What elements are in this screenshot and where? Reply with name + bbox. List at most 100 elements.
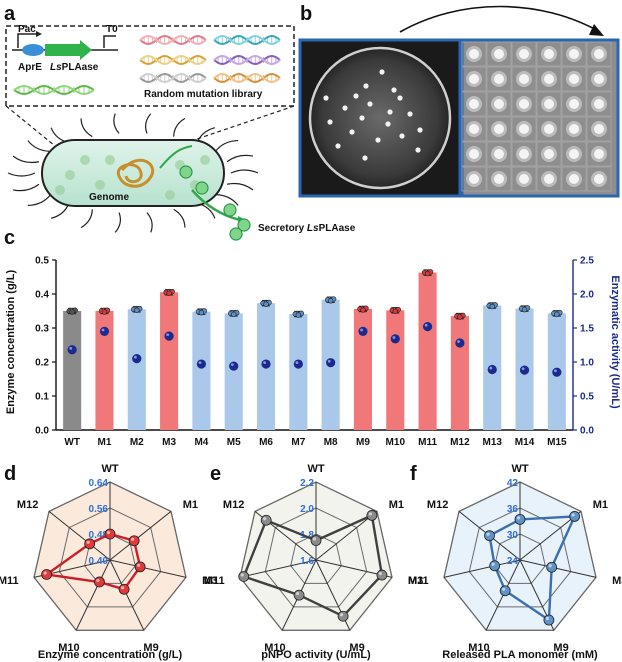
radar-point bbox=[293, 589, 305, 601]
panel-letter-a: a bbox=[4, 3, 16, 25]
radar-point bbox=[128, 535, 140, 547]
radar-axis-label: M10 bbox=[468, 642, 489, 654]
radar-point bbox=[134, 561, 146, 573]
activity-point bbox=[261, 359, 271, 369]
panel-a: a Pac T0 AprE LsPLAase Random mutation l… bbox=[4, 3, 356, 241]
dna-helix-icon bbox=[13, 84, 95, 96]
radar-point bbox=[489, 560, 501, 572]
radar-point bbox=[104, 528, 116, 540]
panel-letter-f: f bbox=[410, 463, 417, 485]
radar-chart-f: 42363024WTM1M3M9M10M11M12 bbox=[408, 463, 622, 654]
x-tick-label: WT bbox=[64, 437, 80, 448]
radar-axis-label: WT bbox=[307, 463, 324, 475]
activity-point bbox=[552, 367, 562, 377]
radar-tick-label: 1.6 bbox=[300, 556, 314, 567]
radar-axis-label: M3 bbox=[202, 575, 217, 587]
radar-axis-label: M10 bbox=[264, 642, 285, 654]
radar-axis-label: M1 bbox=[593, 499, 608, 511]
radar-axis-label: WT bbox=[511, 463, 528, 475]
radar-series-line bbox=[242, 513, 384, 618]
radar-tick-label: 24 bbox=[507, 556, 519, 567]
panel-letter-c: c bbox=[4, 227, 15, 249]
radar-point bbox=[484, 530, 495, 542]
x-tick-label: M3 bbox=[162, 437, 176, 448]
radar-tick-label: 2.0 bbox=[300, 504, 314, 515]
y2-tick-label: 1.0 bbox=[580, 358, 594, 369]
colonies bbox=[323, 69, 423, 161]
bar bbox=[418, 272, 437, 430]
x-tick-label: M8 bbox=[324, 437, 338, 448]
panel-letter-b: b bbox=[300, 3, 312, 25]
genome-icon bbox=[116, 158, 155, 188]
y-tick-label: 0.5 bbox=[35, 256, 49, 267]
x-tick-label: M7 bbox=[291, 437, 305, 448]
activity-point bbox=[132, 354, 142, 364]
mutation-library-icon bbox=[139, 34, 281, 84]
y-axis-label: Enzyme concentration (g/L) bbox=[5, 270, 17, 415]
transfer-arrow bbox=[399, 5, 601, 33]
x-tick-label: M9 bbox=[356, 437, 370, 448]
x-tick-label: M14 bbox=[515, 437, 535, 448]
radar-tick-label: 30 bbox=[507, 530, 519, 541]
panel-f: f 42363024WTM1M3M9M10M11M12 Released PLA… bbox=[408, 463, 622, 661]
activity-point bbox=[293, 359, 303, 369]
bar bbox=[289, 314, 308, 430]
radar-axis-label: M9 bbox=[143, 642, 158, 654]
radar-axis-label: M12 bbox=[17, 499, 38, 511]
radar-point bbox=[118, 583, 130, 595]
bar bbox=[450, 316, 469, 430]
bar bbox=[95, 311, 114, 430]
activity-point bbox=[229, 361, 239, 371]
gene-arrow bbox=[45, 40, 92, 60]
bar bbox=[127, 309, 146, 430]
apre-signal bbox=[22, 44, 44, 56]
radar-tick-label: 2.2 bbox=[300, 478, 314, 489]
terminator-symbol bbox=[103, 35, 116, 48]
radar-point bbox=[569, 511, 581, 522]
panel-b: b bbox=[298, 3, 620, 198]
secretory-label: Secretory LsPLAase bbox=[258, 223, 356, 234]
radar-tick-label: 1.8 bbox=[300, 530, 314, 541]
bar bbox=[160, 292, 179, 430]
radar-point bbox=[310, 535, 322, 546]
panel-letter-e: e bbox=[210, 463, 221, 485]
radar-axis-label: M12 bbox=[223, 499, 244, 511]
y2-tick-label: 0.0 bbox=[580, 426, 594, 437]
apre-label: AprE bbox=[18, 62, 42, 73]
bar bbox=[192, 311, 211, 430]
radar-axis-label: M1 bbox=[183, 499, 198, 511]
colony-grid bbox=[461, 41, 612, 192]
bar bbox=[353, 308, 373, 430]
activity-point bbox=[390, 334, 400, 344]
x-tick-label: M5 bbox=[227, 437, 241, 448]
activity-point bbox=[99, 326, 110, 336]
y2-axis-label: Enzymatic activity (U/mL) bbox=[609, 275, 621, 409]
activity-point bbox=[358, 326, 368, 336]
bar bbox=[63, 311, 82, 430]
radar-point bbox=[499, 585, 511, 597]
radar-point bbox=[337, 610, 349, 622]
panel-letter-d: d bbox=[4, 463, 16, 485]
y-tick-label: 0.1 bbox=[35, 392, 49, 403]
genome-label: Genome bbox=[89, 192, 129, 203]
radar-point bbox=[376, 569, 388, 581]
activity-point bbox=[196, 359, 207, 369]
radar-axis-label: M3 bbox=[408, 575, 423, 587]
radar-point bbox=[84, 538, 96, 550]
activity-point bbox=[67, 345, 77, 355]
y2-tick-label: 2.5 bbox=[580, 256, 594, 267]
radar-f-xlabel: Released PLA monomer (mM) bbox=[442, 649, 598, 661]
radar-tick-label: 36 bbox=[507, 504, 519, 515]
activity-point bbox=[422, 322, 433, 332]
radar-axis-label: M12 bbox=[427, 499, 448, 511]
activity-point bbox=[326, 358, 336, 368]
activity-point bbox=[487, 364, 497, 375]
radar-axis-label: M1 bbox=[389, 499, 404, 511]
x-tick-label: M13 bbox=[482, 437, 502, 448]
radar-point bbox=[238, 571, 250, 582]
y-tick-label: 0.3 bbox=[35, 324, 49, 335]
